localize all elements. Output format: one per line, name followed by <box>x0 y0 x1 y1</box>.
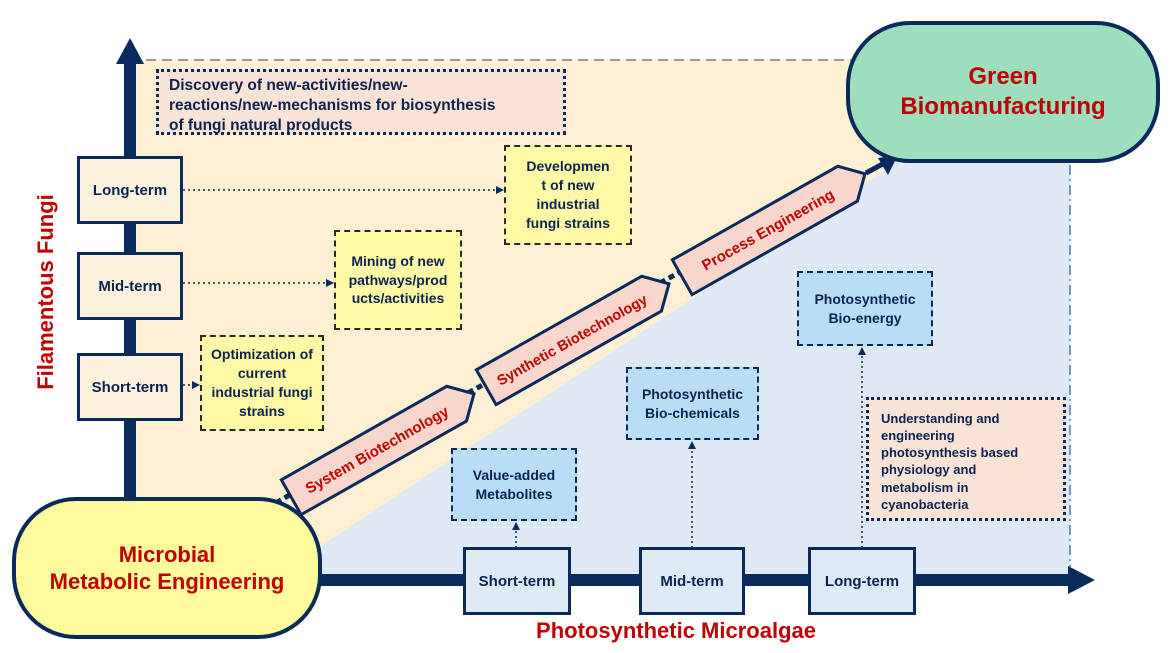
algae-long-goal: Photosynthetic Bio-energy <box>797 271 933 346</box>
fungi-long-goal: Developmen t of new industrial fungi str… <box>504 145 632 245</box>
algae-long-term: Long-term <box>808 547 916 615</box>
fungi-mid-term: Mid-term <box>77 252 183 320</box>
algae-short-term: Short-term <box>463 547 571 615</box>
fungi-short-term: Short-term <box>77 353 183 421</box>
y-axis-arrowhead <box>116 38 144 64</box>
algae-short-goal: Value-added Metabolites <box>451 448 577 521</box>
process-engineering-label: Process Engineering <box>699 186 837 274</box>
microbial-metabolic-engineering-hub: Microbial Metabolic Engineering <box>12 497 322 639</box>
algae-mid-term: Mid-term <box>639 547 745 615</box>
x-axis-title-text: Photosynthetic Microalgae <box>536 618 816 643</box>
understanding-box: Understanding and engineering photosynth… <box>866 397 1066 521</box>
green-biomanufacturing-hub: Green Biomanufacturing <box>846 21 1160 163</box>
fungi-long-term: Long-term <box>77 156 183 224</box>
algae-mid-goal: Photosynthetic Bio-chemicals <box>626 367 759 440</box>
system-biotech-label: System Biotechnology <box>303 403 453 498</box>
fungi-short-goal: Optimization of current industrial fungi… <box>200 335 324 431</box>
x-axis-arrowhead <box>1068 566 1095 594</box>
discovery-box: Discovery of new-activities/new- reactio… <box>156 69 566 135</box>
fungi-mid-goal: Mining of new pathways/prod ucts/activit… <box>334 230 462 330</box>
y-axis-title: Filamentous Fungi <box>33 194 58 390</box>
